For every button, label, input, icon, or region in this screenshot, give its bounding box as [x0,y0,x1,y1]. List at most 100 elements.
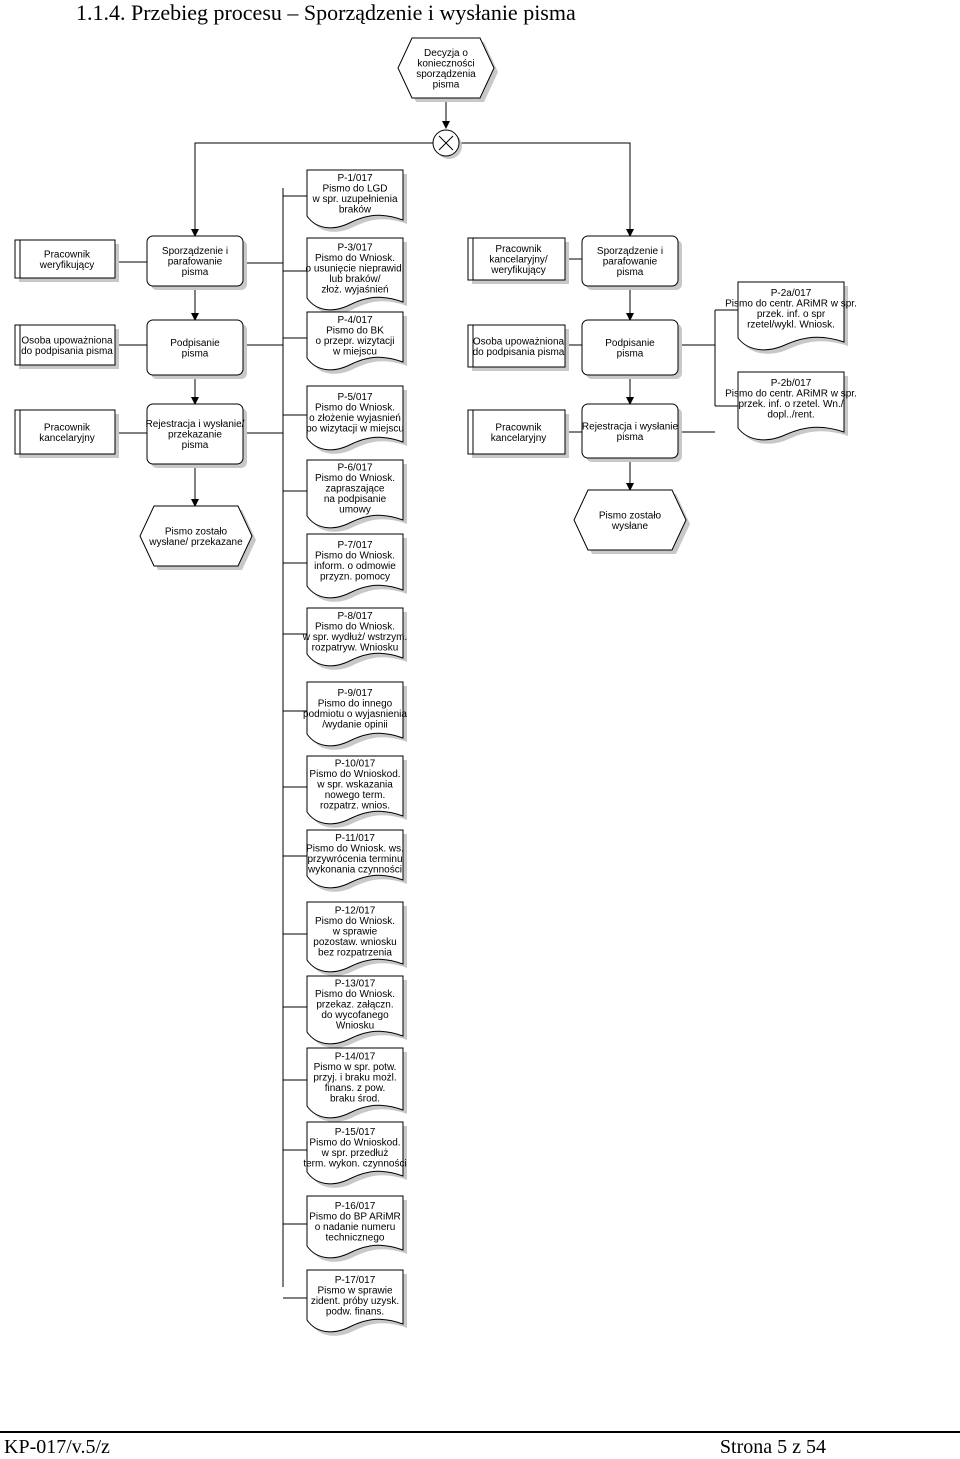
node-text-line: P-3/017 [337,243,372,254]
node-text-line: P-10/017 [335,759,376,770]
node-text-line: P-1/017 [337,173,372,184]
function-box [146,403,244,465]
node-text-line: pisma [182,348,209,359]
node-text-line: do podpisania pisma [473,347,565,358]
role-box [467,409,566,455]
node-text-line: Podpisanie [170,338,220,349]
node-text-line: o przepr. wizytacji [316,336,395,347]
node-text-line: weryfikujący [39,260,94,271]
node-text-line: Pismo do Wniosk. ws. [306,843,404,854]
node-text-line: lub braków/ [329,274,380,285]
node-text-line: /wydanie opinii [322,719,388,730]
node-text-line: Pismo do Wniosk. [315,550,395,561]
document-shape [306,829,404,889]
event-shape [573,489,687,551]
node-text-line: P-7/017 [337,540,372,551]
role-box [14,324,116,366]
node-text-line: po wizytacji w miejscu [306,423,404,434]
page-number: Strona 5 z 54 [719,1436,826,1458]
node-text-line: Pismo do Wnioskod. [309,1137,400,1148]
node-text-line: wysłane/ przekazane [148,537,243,548]
node-text-line: Pracownik [44,249,91,260]
node-text-line: Pismo zostało [165,526,228,537]
node-text-line: Rejestracja i wysłanie/ [146,419,245,430]
node-text-line: Pismo do Wniosk. [315,621,395,632]
role-box [467,324,566,368]
node-text-line: Sporządzenie i [597,246,663,257]
node-text-line: przyzn. pomocy [320,571,390,582]
role-box [14,239,116,279]
role-box [467,237,566,281]
function-box [146,319,244,376]
node-text-line: Pismo do innego [318,698,393,709]
connector [191,142,433,237]
event-shape [139,505,253,567]
node-text-line: finans. z pow. [325,1083,386,1094]
node-text-line: Wniosku [336,1021,374,1032]
node-text-line: Pismo w sprawie [317,1285,392,1296]
node-text-line: Pismo do BK [326,325,384,336]
document-shape [306,169,404,229]
node-text-line: term. wykon. czynności [303,1158,406,1169]
document-shape [306,311,404,371]
node-text-line: Osoba upoważniona [473,336,565,347]
node-text-line: dopl../rent. [767,409,814,420]
node-text-line: Pismo do centr. ARiMR w spr. [725,298,857,309]
node-text-line: P-2a/017 [771,288,812,299]
node-text-line: bez rozpatrzenia [318,948,392,959]
role-box [14,409,116,455]
document-shape [306,755,404,825]
node-text-line: w spr. przedłuż [321,1148,389,1159]
node-text-line: wykonania czynności [307,864,402,875]
node-text-line: kancelaryjny [39,433,95,444]
node-text-line: podw. finans. [326,1306,384,1317]
node-text-line: rzetel/wykl. Wniosk. [747,319,835,330]
node-text-line: pisma [617,348,644,359]
node-text-line: parafowanie [603,257,658,268]
node-text-line: do podpisania pisma [21,346,113,357]
document-shape [737,371,845,441]
node-text-line: Pismo do Wniosk. [315,253,395,264]
function-box [581,403,679,459]
node-text-line: P-2b/017 [771,378,812,389]
node-text-line: w sprawie [332,927,378,938]
node-text-line: przek. inf. o spr [757,309,826,320]
node-text-line: Pracownik [44,422,91,433]
node-text-line: o nadanie numeru [315,1222,396,1233]
node-text-line: P-13/017 [335,979,376,990]
node-text-line: wysłane [611,521,649,532]
node-text-line: P-5/017 [337,392,372,403]
node-text-line: Sporządzenie i [162,246,228,257]
document-shape [306,1195,404,1259]
node-text-line: Osoba upoważniona [21,335,113,346]
node-text-line: parafowanie [168,257,223,268]
document-shape [306,1047,404,1119]
node-text-line: Podpisanie [605,338,655,349]
node-text-line: Pismo do Wniosk. [315,402,395,413]
node-text-line: weryfikujący [490,265,545,276]
node-text-line: braków [339,204,372,215]
node-text-line: Pracownik [495,244,542,255]
document-shape [306,681,404,747]
node-text-line: rozpatryw. Wniosku [312,642,399,653]
node-text-line: Pismo do Wniosk. [315,916,395,927]
